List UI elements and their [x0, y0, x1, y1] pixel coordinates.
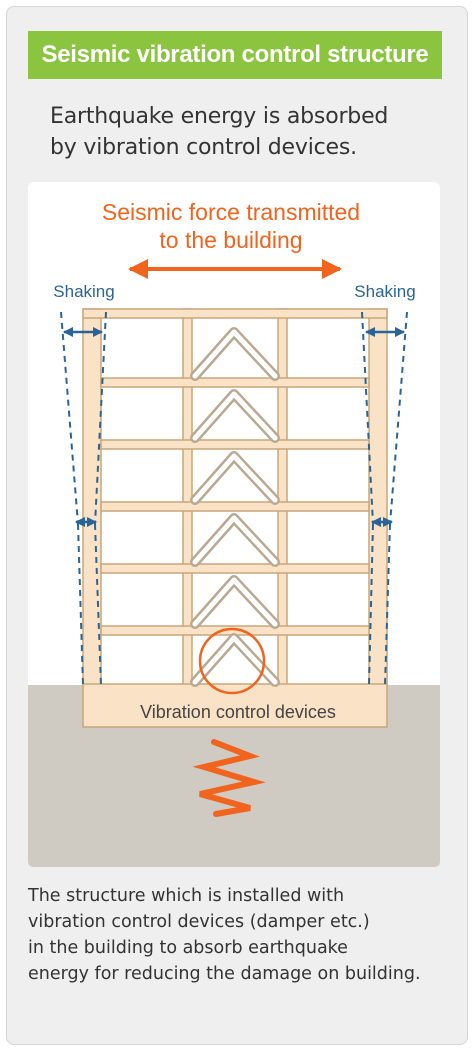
caption: The structure which is installed with vi… [28, 883, 448, 987]
caption-line: The structure which is installed with [28, 886, 345, 906]
shaking-lines-right [361, 311, 408, 686]
shaking-label-right: Shaking [354, 282, 415, 301]
caption-line: vibration control devices (damper etc.) [28, 912, 370, 932]
earthquake-zigzag-icon [192, 739, 266, 817]
shaking-lines-left [60, 311, 107, 686]
caption-line: in the building to absorb earthquake [28, 938, 348, 958]
device-highlight-circle [198, 627, 266, 695]
force-label-line: to the building [159, 227, 302, 253]
shaking-label-left: Shaking [53, 282, 114, 301]
diagram-title: Seismic vibration control structure [28, 31, 442, 79]
building-diagram: Seismic force transmitted to the buildin… [28, 182, 440, 867]
subtitle: Earthquake energy is absorbed by vibrati… [50, 101, 450, 163]
subtitle-line: by vibration control devices. [50, 135, 357, 160]
subtitle-line: Earthquake energy is absorbed [50, 104, 389, 129]
caption-line: energy for reducing the damage on buildi… [28, 964, 421, 984]
force-label-line: Seismic force transmitted [102, 199, 360, 225]
device-label: Vibration control devices [140, 702, 336, 722]
chevron-braces [190, 327, 280, 687]
